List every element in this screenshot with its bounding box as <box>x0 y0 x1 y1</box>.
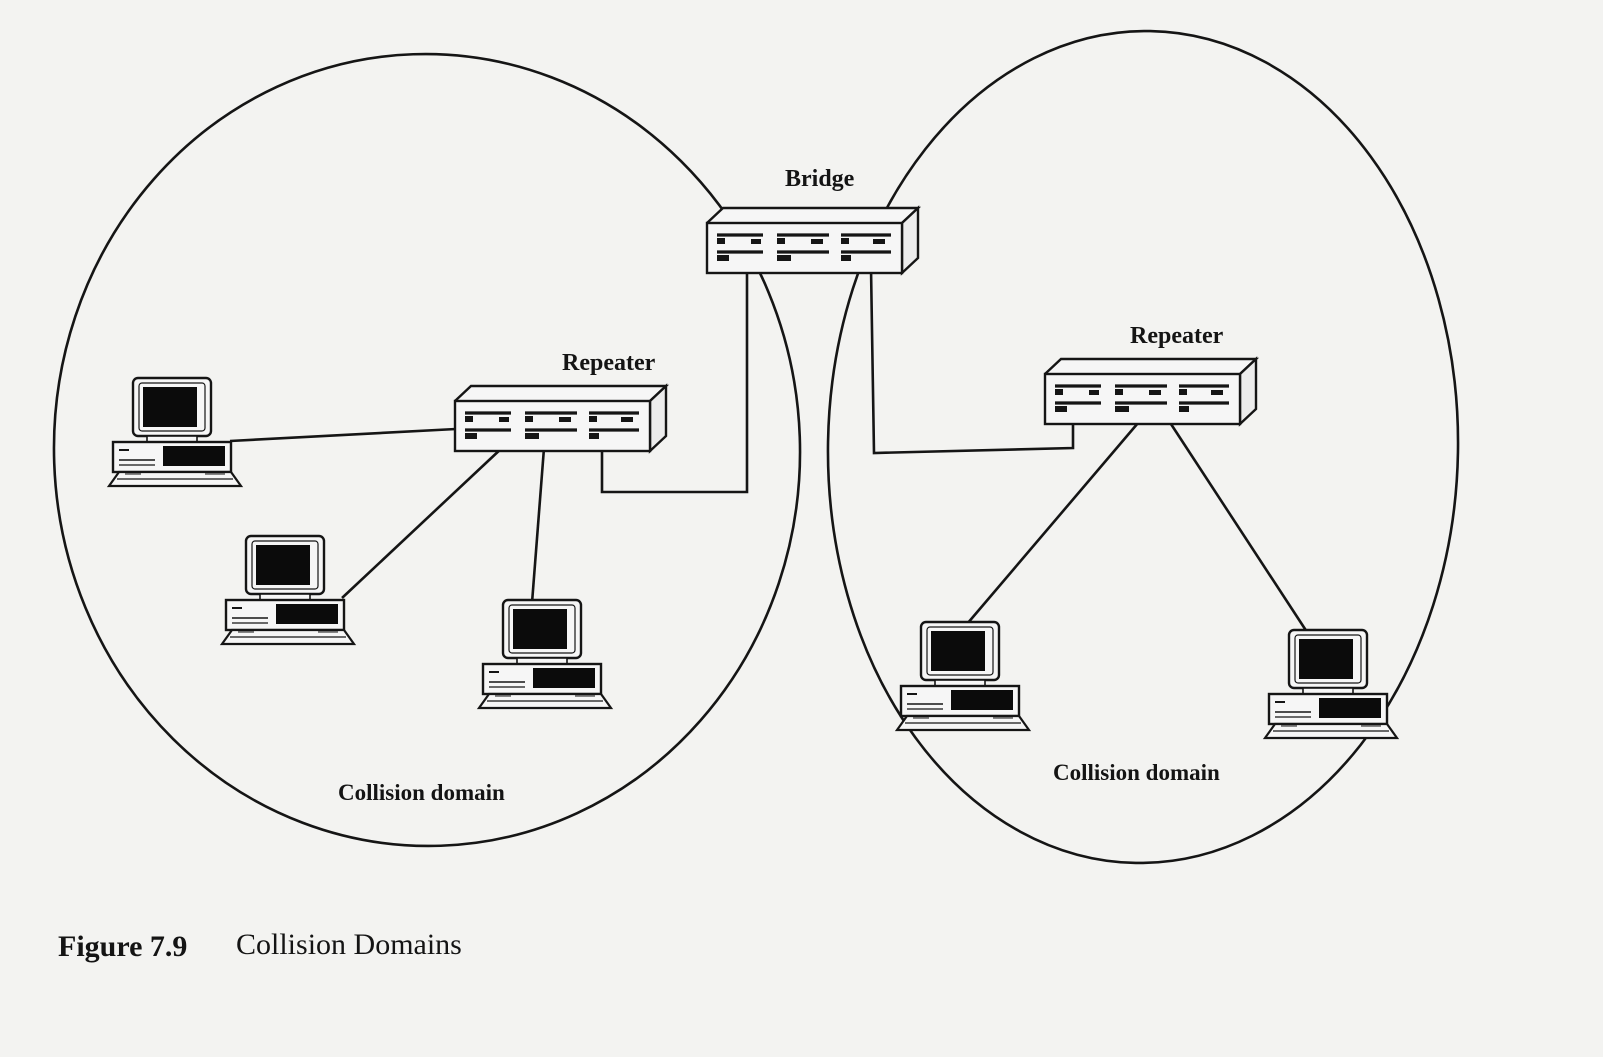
right-collision-domain-boundary <box>826 29 1460 865</box>
left-computer-2-icon <box>220 534 356 646</box>
cable-left-repeater-to-bridge <box>600 272 749 494</box>
right-computer-2-icon <box>1263 628 1399 740</box>
cable-pc1-to-left-repeater <box>229 427 457 443</box>
left-computer-1-icon <box>107 376 243 488</box>
left-computer-3-icon <box>477 598 613 710</box>
cable-pc2-to-left-repeater <box>341 446 504 599</box>
cable-right-repeater-to-pc4 <box>966 422 1139 625</box>
figure-number: Figure 7.9 <box>58 930 187 963</box>
cables <box>229 267 1309 633</box>
right-repeater-device-icon <box>1043 357 1258 426</box>
bridge-device-icon <box>705 206 920 275</box>
bridge-label: Bridge <box>785 166 855 192</box>
figure-title: Collision Domains <box>236 928 462 961</box>
left-collision-domain-label: Collision domain <box>338 780 505 805</box>
cable-bridge-to-right-repeater <box>869 267 1075 455</box>
cable-pc3-to-left-repeater <box>530 447 546 604</box>
left-repeater-label: Repeater <box>562 350 656 376</box>
right-collision-domain-label: Collision domain <box>1053 760 1220 785</box>
cable-right-repeater-to-pc5 <box>1167 420 1309 633</box>
left-collision-domain-boundary <box>52 52 802 848</box>
left-repeater-device-icon <box>453 384 668 453</box>
right-computer-1-icon <box>895 620 1031 732</box>
right-repeater-label: Repeater <box>1130 323 1224 349</box>
